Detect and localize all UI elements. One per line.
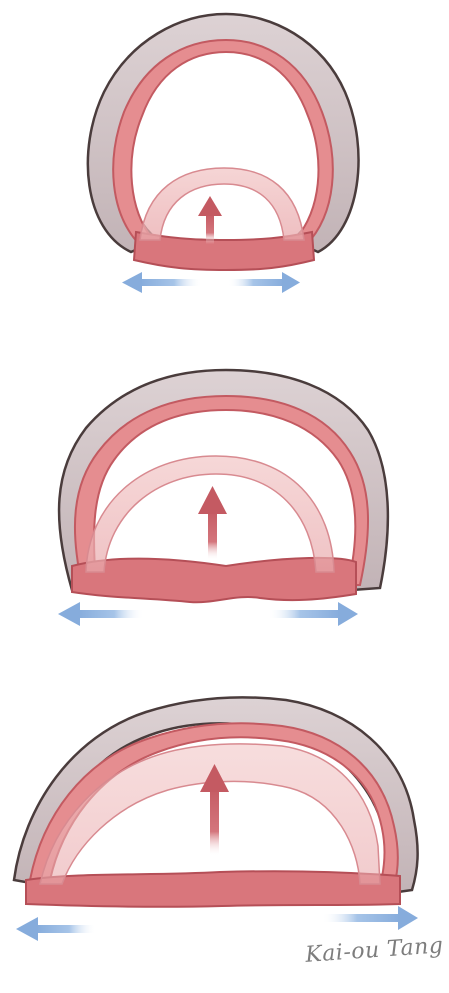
- red-arrow-up: [198, 196, 222, 244]
- posterior-membrane: [72, 558, 356, 602]
- panel-1: [88, 14, 359, 293]
- blue-arrow-left: [16, 917, 96, 941]
- bulging-arch: [140, 168, 304, 240]
- blue-arrow-left: [58, 602, 144, 626]
- blue-arrow-right: [322, 906, 418, 930]
- panel-3: [14, 697, 418, 941]
- posterior-membrane: [26, 871, 400, 907]
- blue-arrow-left: [122, 272, 202, 293]
- panel-2: [58, 370, 388, 626]
- red-arrow-up: [198, 486, 227, 560]
- blue-arrow-right: [268, 602, 358, 626]
- blue-arrow-right: [228, 272, 300, 293]
- artist-signature: Kai-ou Tang: [304, 933, 447, 991]
